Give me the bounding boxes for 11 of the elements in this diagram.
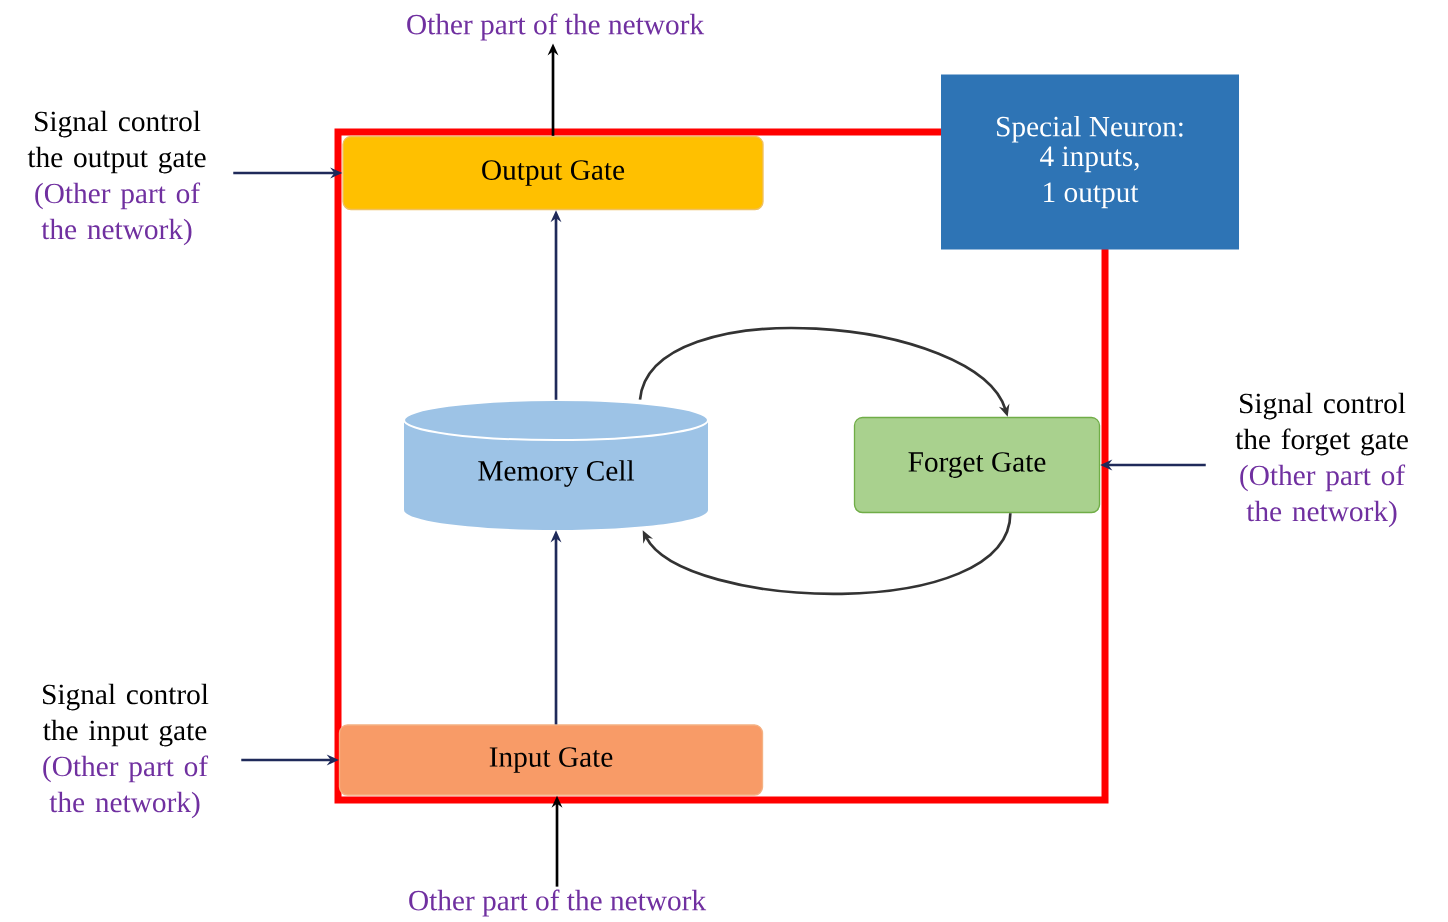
info-box: Special Neuron: 4 inputs, 1 output xyxy=(941,74,1239,250)
signal-label: Signal control the output gate (Other part of the network) xyxy=(27,110,206,246)
gate-box: Forget Gate xyxy=(853,416,1101,514)
network-label: Other part of the network xyxy=(407,13,705,41)
signal-label: Signal control the forget gate (Other part of the network) xyxy=(1235,392,1408,528)
signal-label: Signal control the input gate (Other part of the network) xyxy=(43,683,209,819)
network-label: Other part of the network xyxy=(409,889,707,917)
arrow xyxy=(642,512,1012,596)
gate-box: Output Gate xyxy=(342,135,764,211)
memory-cylinder: Memory Cell xyxy=(403,399,709,530)
gate-box: Input Gate xyxy=(338,724,764,796)
